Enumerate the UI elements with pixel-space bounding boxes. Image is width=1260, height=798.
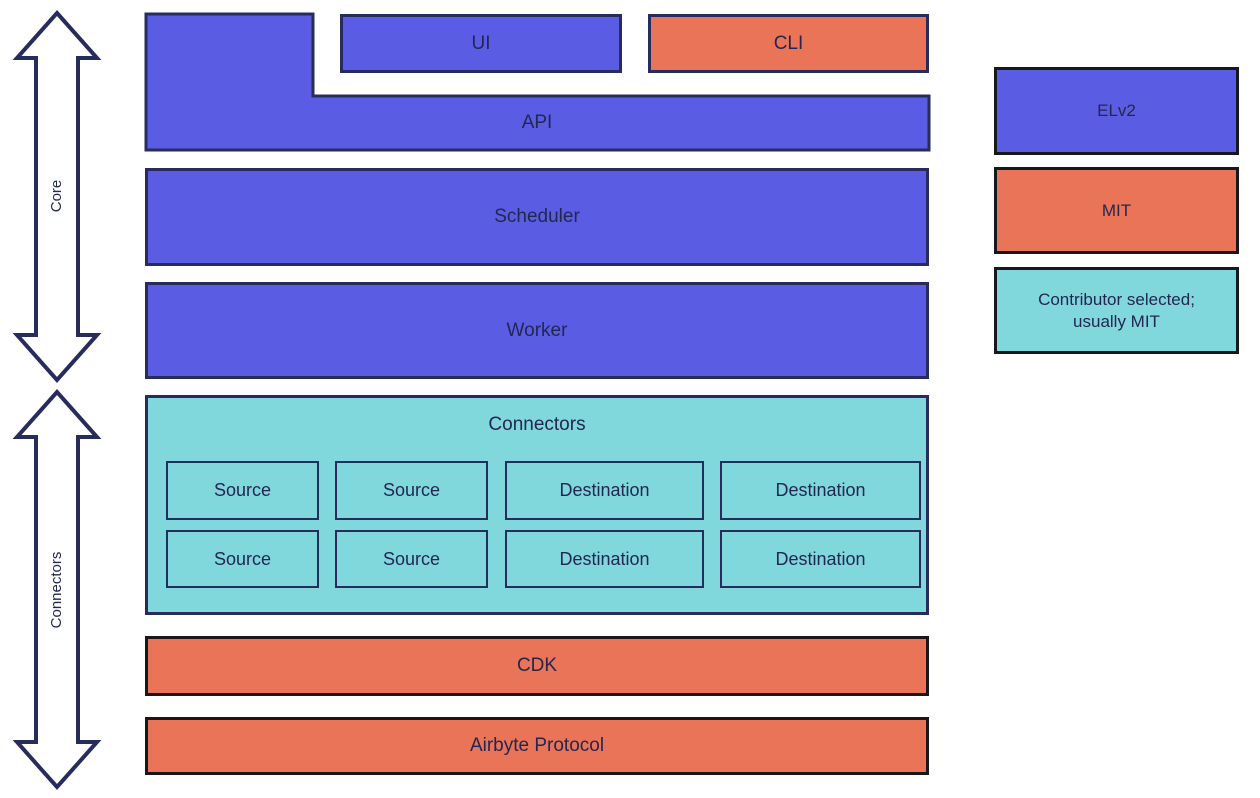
legend-label: ELv2 (1097, 101, 1136, 120)
core-arrow-label: Core (48, 179, 65, 213)
destination-box: Destination (720, 461, 921, 520)
destination-box: Destination (720, 530, 921, 588)
connectors-double-arrow-icon (12, 388, 102, 791)
source-box: Source (335, 461, 488, 520)
api-l-shape (144, 12, 931, 152)
scheduler-box: Scheduler (145, 168, 929, 266)
legend-label: Contributor selected; usually MIT (1038, 289, 1195, 331)
connectors-container: Connectors Source Source Destination Des… (145, 395, 929, 615)
cli-box: CLI (648, 14, 929, 73)
source-box: Source (335, 530, 488, 588)
legend-contributor-box: Contributor selected; usually MIT (994, 267, 1239, 354)
destination-box: Destination (505, 530, 704, 588)
connectors-arrow-label: Connectors (48, 551, 65, 629)
source-box: Source (166, 530, 319, 588)
ui-box: UI (340, 14, 622, 73)
cdk-box: CDK (145, 636, 929, 696)
legend-elv2-box: ELv2 (994, 67, 1239, 155)
worker-box: Worker (145, 282, 929, 379)
legend-mit-box: MIT (994, 167, 1239, 254)
core-double-arrow-icon (12, 9, 102, 384)
source-box: Source (166, 461, 319, 520)
legend-label: MIT (1101, 200, 1132, 220)
airbyte-protocol-box: Airbyte Protocol (145, 717, 929, 775)
api-box-label: API (521, 112, 553, 133)
destination-box: Destination (505, 461, 704, 520)
connectors-title: Connectors (488, 414, 586, 435)
